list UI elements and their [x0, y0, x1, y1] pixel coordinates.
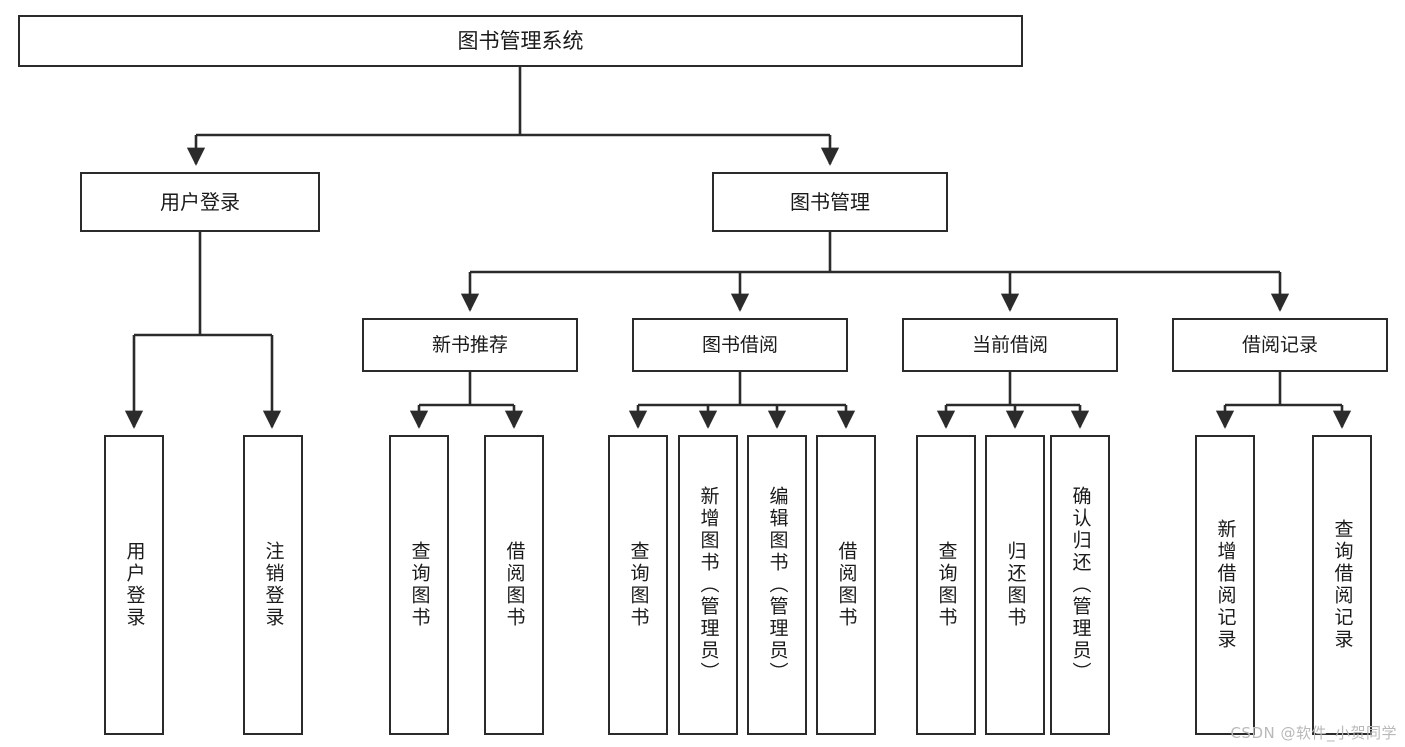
leaf-node[interactable]: 编辑图书（管理员） — [747, 435, 807, 735]
node-level1-user-login[interactable]: 用户登录 — [80, 172, 320, 232]
node-level1-user-login-label: 用户登录 — [160, 190, 240, 214]
leaf-node-label: 查询图书 — [627, 541, 650, 629]
leaf-node[interactable]: 借阅图书 — [816, 435, 876, 735]
node-level1-book-management-label: 图书管理 — [790, 190, 870, 214]
leaf-node[interactable]: 新增图书（管理员） — [678, 435, 738, 735]
node-level2-current-borrow[interactable]: 当前借阅 — [902, 318, 1118, 372]
node-level2-borrow-records[interactable]: 借阅记录 — [1172, 318, 1388, 372]
leaf-node[interactable]: 查询图书 — [389, 435, 449, 735]
leaf-node-label: 新增借阅记录 — [1214, 519, 1237, 651]
leaf-node[interactable]: 归还图书 — [985, 435, 1045, 735]
leaf-node[interactable]: 注销登录 — [243, 435, 303, 735]
leaf-node-label: 注销登录 — [262, 541, 285, 629]
node-root-label: 图书管理系统 — [457, 28, 584, 53]
leaf-node-label: 确认归还（管理员） — [1069, 486, 1092, 684]
node-root[interactable]: 图书管理系统 — [18, 15, 1023, 67]
leaf-node-label: 归还图书 — [1004, 541, 1027, 629]
leaf-node[interactable]: 借阅图书 — [484, 435, 544, 735]
watermark: CSDN @软件_小贺同学 — [1230, 724, 1397, 742]
node-level2-new-book-recommend-label: 新书推荐 — [431, 333, 508, 356]
leaf-node-label: 用户登录 — [123, 541, 146, 629]
node-level2-borrow-records-label: 借阅记录 — [1241, 333, 1318, 356]
leaf-node[interactable]: 查询借阅记录 — [1312, 435, 1372, 735]
leaf-node[interactable]: 查询图书 — [916, 435, 976, 735]
leaf-node-label: 借阅图书 — [503, 541, 526, 629]
node-level2-book-borrow[interactable]: 图书借阅 — [632, 318, 848, 372]
leaf-node[interactable]: 新增借阅记录 — [1195, 435, 1255, 735]
leaf-node-label: 查询图书 — [408, 541, 431, 629]
leaf-node[interactable]: 用户登录 — [104, 435, 164, 735]
node-level1-book-management[interactable]: 图书管理 — [712, 172, 948, 232]
node-level2-book-borrow-label: 图书借阅 — [701, 333, 778, 356]
leaf-node[interactable]: 确认归还（管理员） — [1050, 435, 1110, 735]
node-level2-current-borrow-label: 当前借阅 — [971, 333, 1048, 356]
leaf-node-label: 查询图书 — [935, 541, 958, 629]
leaf-node-label: 查询借阅记录 — [1331, 519, 1354, 651]
leaf-node-label: 编辑图书（管理员） — [766, 486, 789, 684]
leaf-node-label: 借阅图书 — [835, 541, 858, 629]
leaf-node[interactable]: 查询图书 — [608, 435, 668, 735]
node-level2-new-book-recommend[interactable]: 新书推荐 — [362, 318, 578, 372]
leaf-node-label: 新增图书（管理员） — [697, 486, 720, 684]
